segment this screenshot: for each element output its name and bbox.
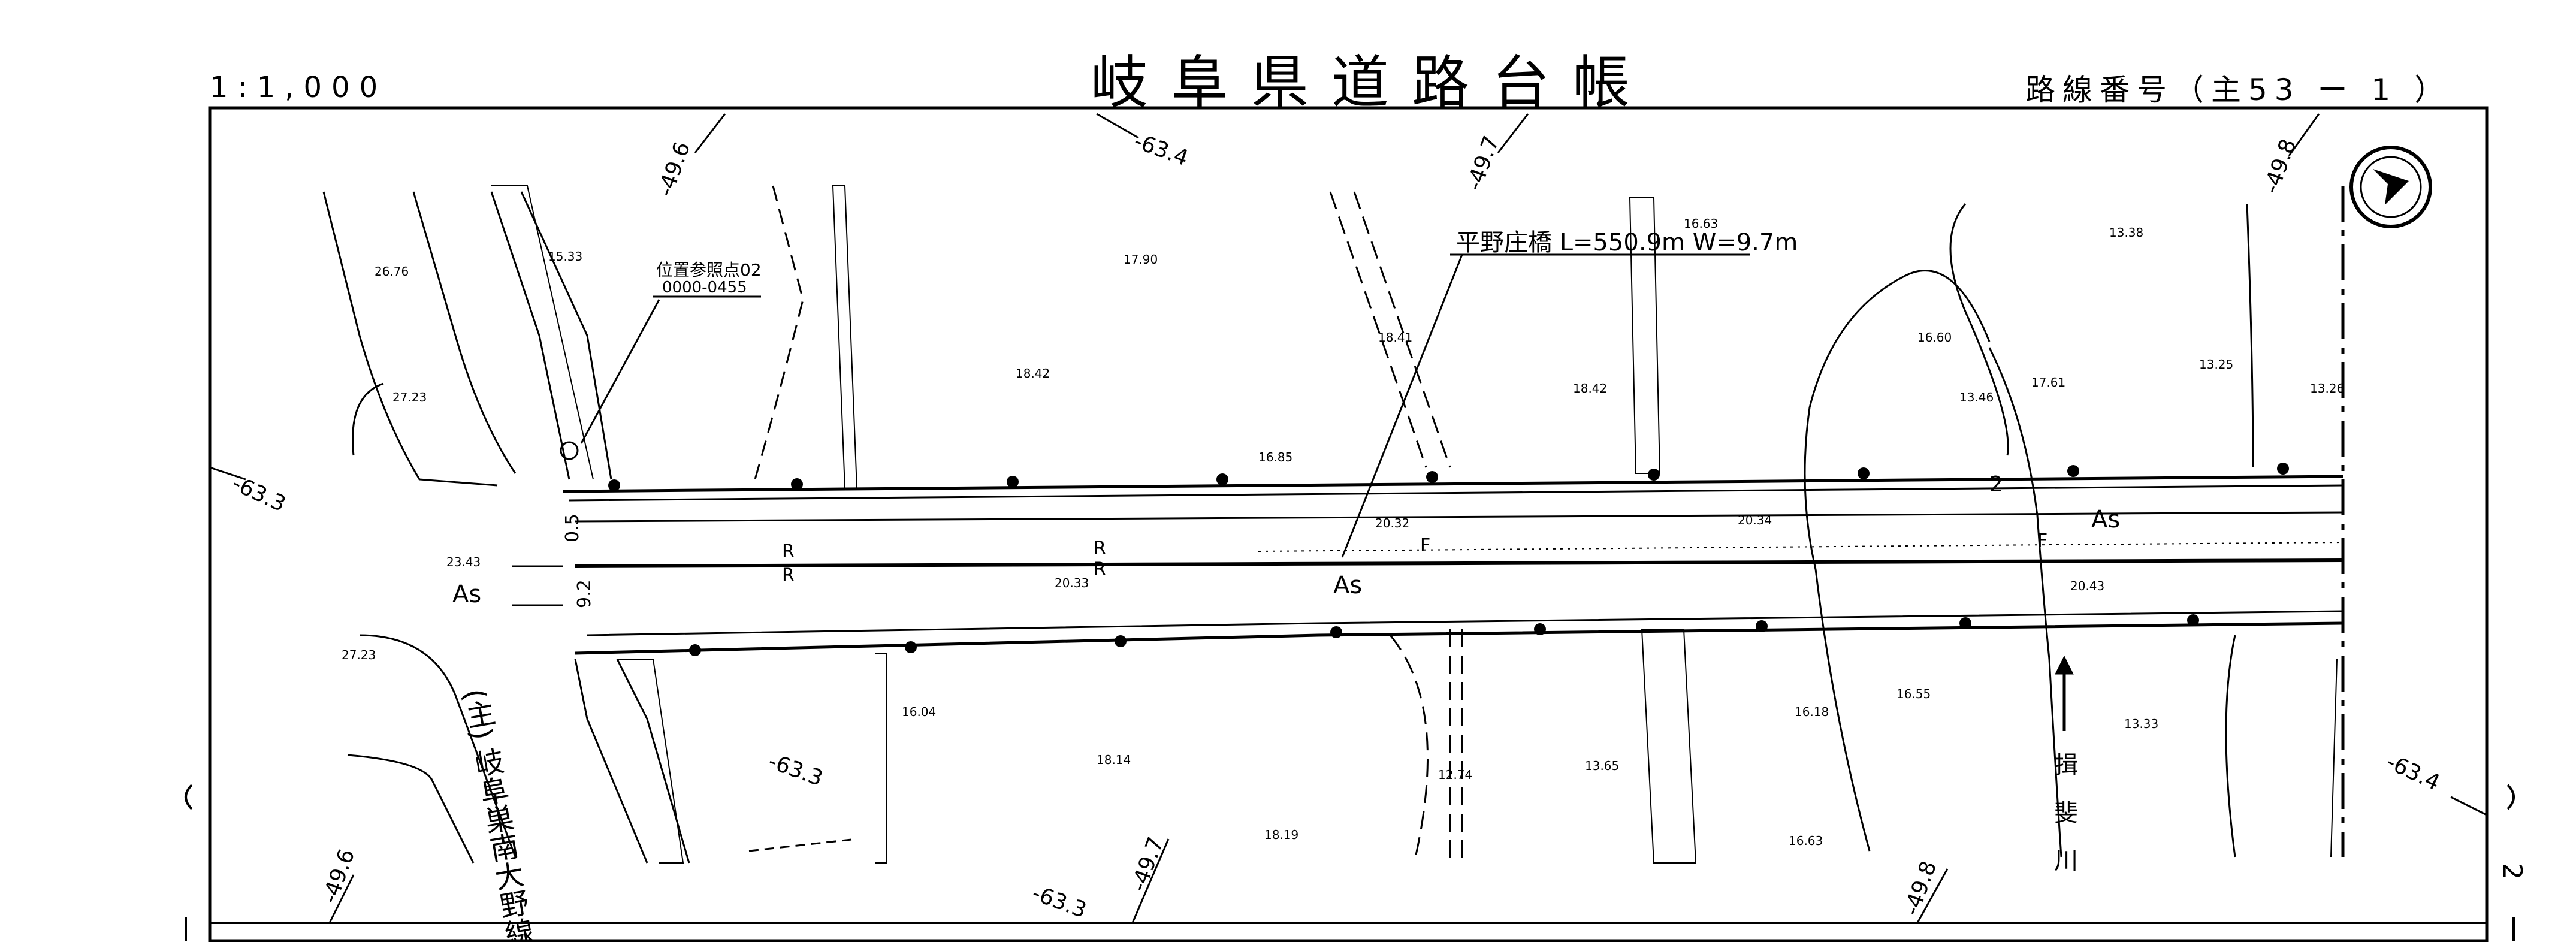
svg-text:13.33: 13.33 — [2124, 717, 2158, 731]
svg-text:17.90: 17.90 — [1124, 252, 1158, 267]
svg-text:18.42: 18.42 — [1016, 366, 1050, 381]
marker-r: R — [782, 565, 795, 586]
svg-text:-63.3: -63.3 — [228, 471, 289, 517]
svg-text:16.18: 16.18 — [1795, 705, 1829, 719]
svg-text:17.61: 17.61 — [2031, 375, 2065, 390]
contour-leaders — [209, 113, 2487, 923]
river-char-1: 揖 — [2054, 751, 2078, 779]
marker-f: F — [2037, 530, 2047, 551]
svg-text:-49.7: -49.7 — [1127, 834, 1168, 895]
embankments — [491, 185, 2338, 864]
marker-r: R — [782, 541, 795, 562]
left-margin-mark — [185, 784, 193, 810]
bridge-leader — [1341, 254, 1463, 558]
scale-label: 1:1,000 — [210, 71, 388, 104]
svg-text:18.42: 18.42 — [1573, 381, 1607, 395]
surface-label: As — [1333, 572, 1362, 599]
bridge-label: 平野庄橋 L=550.9m W=9.7m — [1456, 229, 1798, 256]
svg-text:23.43: 23.43 — [446, 555, 481, 569]
svg-text:27.23: 27.23 — [342, 648, 376, 662]
reference-point-name: 位置参照点02 — [656, 260, 762, 280]
surface-label: As — [452, 581, 481, 608]
width-label: 9.2 — [574, 579, 595, 608]
svg-text:13.26: 13.26 — [2310, 381, 2344, 395]
svg-text:-49.8: -49.8 — [2259, 136, 2301, 197]
svg-text:16.85: 16.85 — [1258, 450, 1292, 464]
svg-text:27.23: 27.23 — [392, 390, 427, 404]
svg-text:13.38: 13.38 — [2109, 225, 2143, 240]
svg-text:12.74: 12.74 — [1438, 768, 1472, 782]
svg-text:16.55: 16.55 — [1896, 687, 1931, 701]
svg-text:18.14: 18.14 — [1097, 753, 1131, 767]
north-arrow-icon — [2349, 146, 2432, 228]
reference-point-code: 0000-0455 — [662, 279, 747, 297]
river-banks — [748, 185, 2254, 864]
svg-text:13.46: 13.46 — [1959, 390, 1994, 404]
svg-text:16.60: 16.60 — [1917, 330, 1952, 345]
cross-road-name: (主) 岐阜巣南大野線 — [457, 686, 535, 942]
elevation-labels: 26.76 15.33 27.23 17.90 18.42 16.85 18.4… — [342, 216, 2344, 848]
main-road — [563, 186, 2345, 857]
reference-point-icon — [560, 441, 579, 460]
cross-road — [322, 191, 690, 864]
width-label: 0.5 — [562, 514, 583, 542]
marker-number: 2 — [1989, 472, 2003, 497]
svg-text:-63.4: -63.4 — [1131, 129, 1192, 171]
map-title: 岐阜県道路台帳 — [1091, 49, 1653, 116]
svg-text:-49.8: -49.8 — [1899, 858, 1941, 919]
svg-text:-63.3: -63.3 — [1029, 881, 1090, 923]
svg-text:-63.4: -63.4 — [2382, 750, 2444, 796]
svg-text:15.33: 15.33 — [548, 249, 582, 264]
svg-text:16.63: 16.63 — [1684, 216, 1718, 231]
svg-text:18.41: 18.41 — [1378, 330, 1412, 345]
svg-text:18.19: 18.19 — [1264, 828, 1298, 842]
svg-text:20.32: 20.32 — [1375, 516, 1409, 530]
svg-text:16.63: 16.63 — [1789, 834, 1823, 848]
svg-text:20.33: 20.33 — [1055, 576, 1089, 590]
svg-text:20.34: 20.34 — [1738, 513, 1772, 527]
river-char-3: 川 — [2054, 847, 2078, 875]
surface-label: As — [2091, 506, 2120, 533]
svg-text:16.04: 16.04 — [902, 705, 936, 719]
svg-text:26.76: 26.76 — [375, 264, 409, 279]
map-frame — [208, 106, 2489, 942]
river-flow-arrow — [2055, 655, 2074, 731]
route-number: 路線番号（主53 ー 1 ） — [2025, 73, 2452, 107]
pole-symbols — [608, 463, 2289, 656]
river-char-2: 斐 — [2054, 799, 2078, 827]
sheet-number: 2 — [2497, 863, 2527, 880]
svg-text:-63.3: -63.3 — [765, 749, 826, 791]
svg-text:-49.6: -49.6 — [653, 139, 695, 200]
marker-r: R — [1094, 559, 1106, 580]
marker-r: R — [1094, 538, 1106, 559]
ref-point-leader — [580, 299, 660, 444]
svg-text:20.43: 20.43 — [2070, 579, 2104, 593]
svg-text:13.65: 13.65 — [1585, 759, 1619, 773]
marker-f: F — [1420, 535, 1430, 556]
svg-text:13.25: 13.25 — [2199, 357, 2233, 372]
svg-text:-49.7: -49.7 — [1462, 133, 1504, 194]
right-margin-mark — [2506, 784, 2515, 810]
